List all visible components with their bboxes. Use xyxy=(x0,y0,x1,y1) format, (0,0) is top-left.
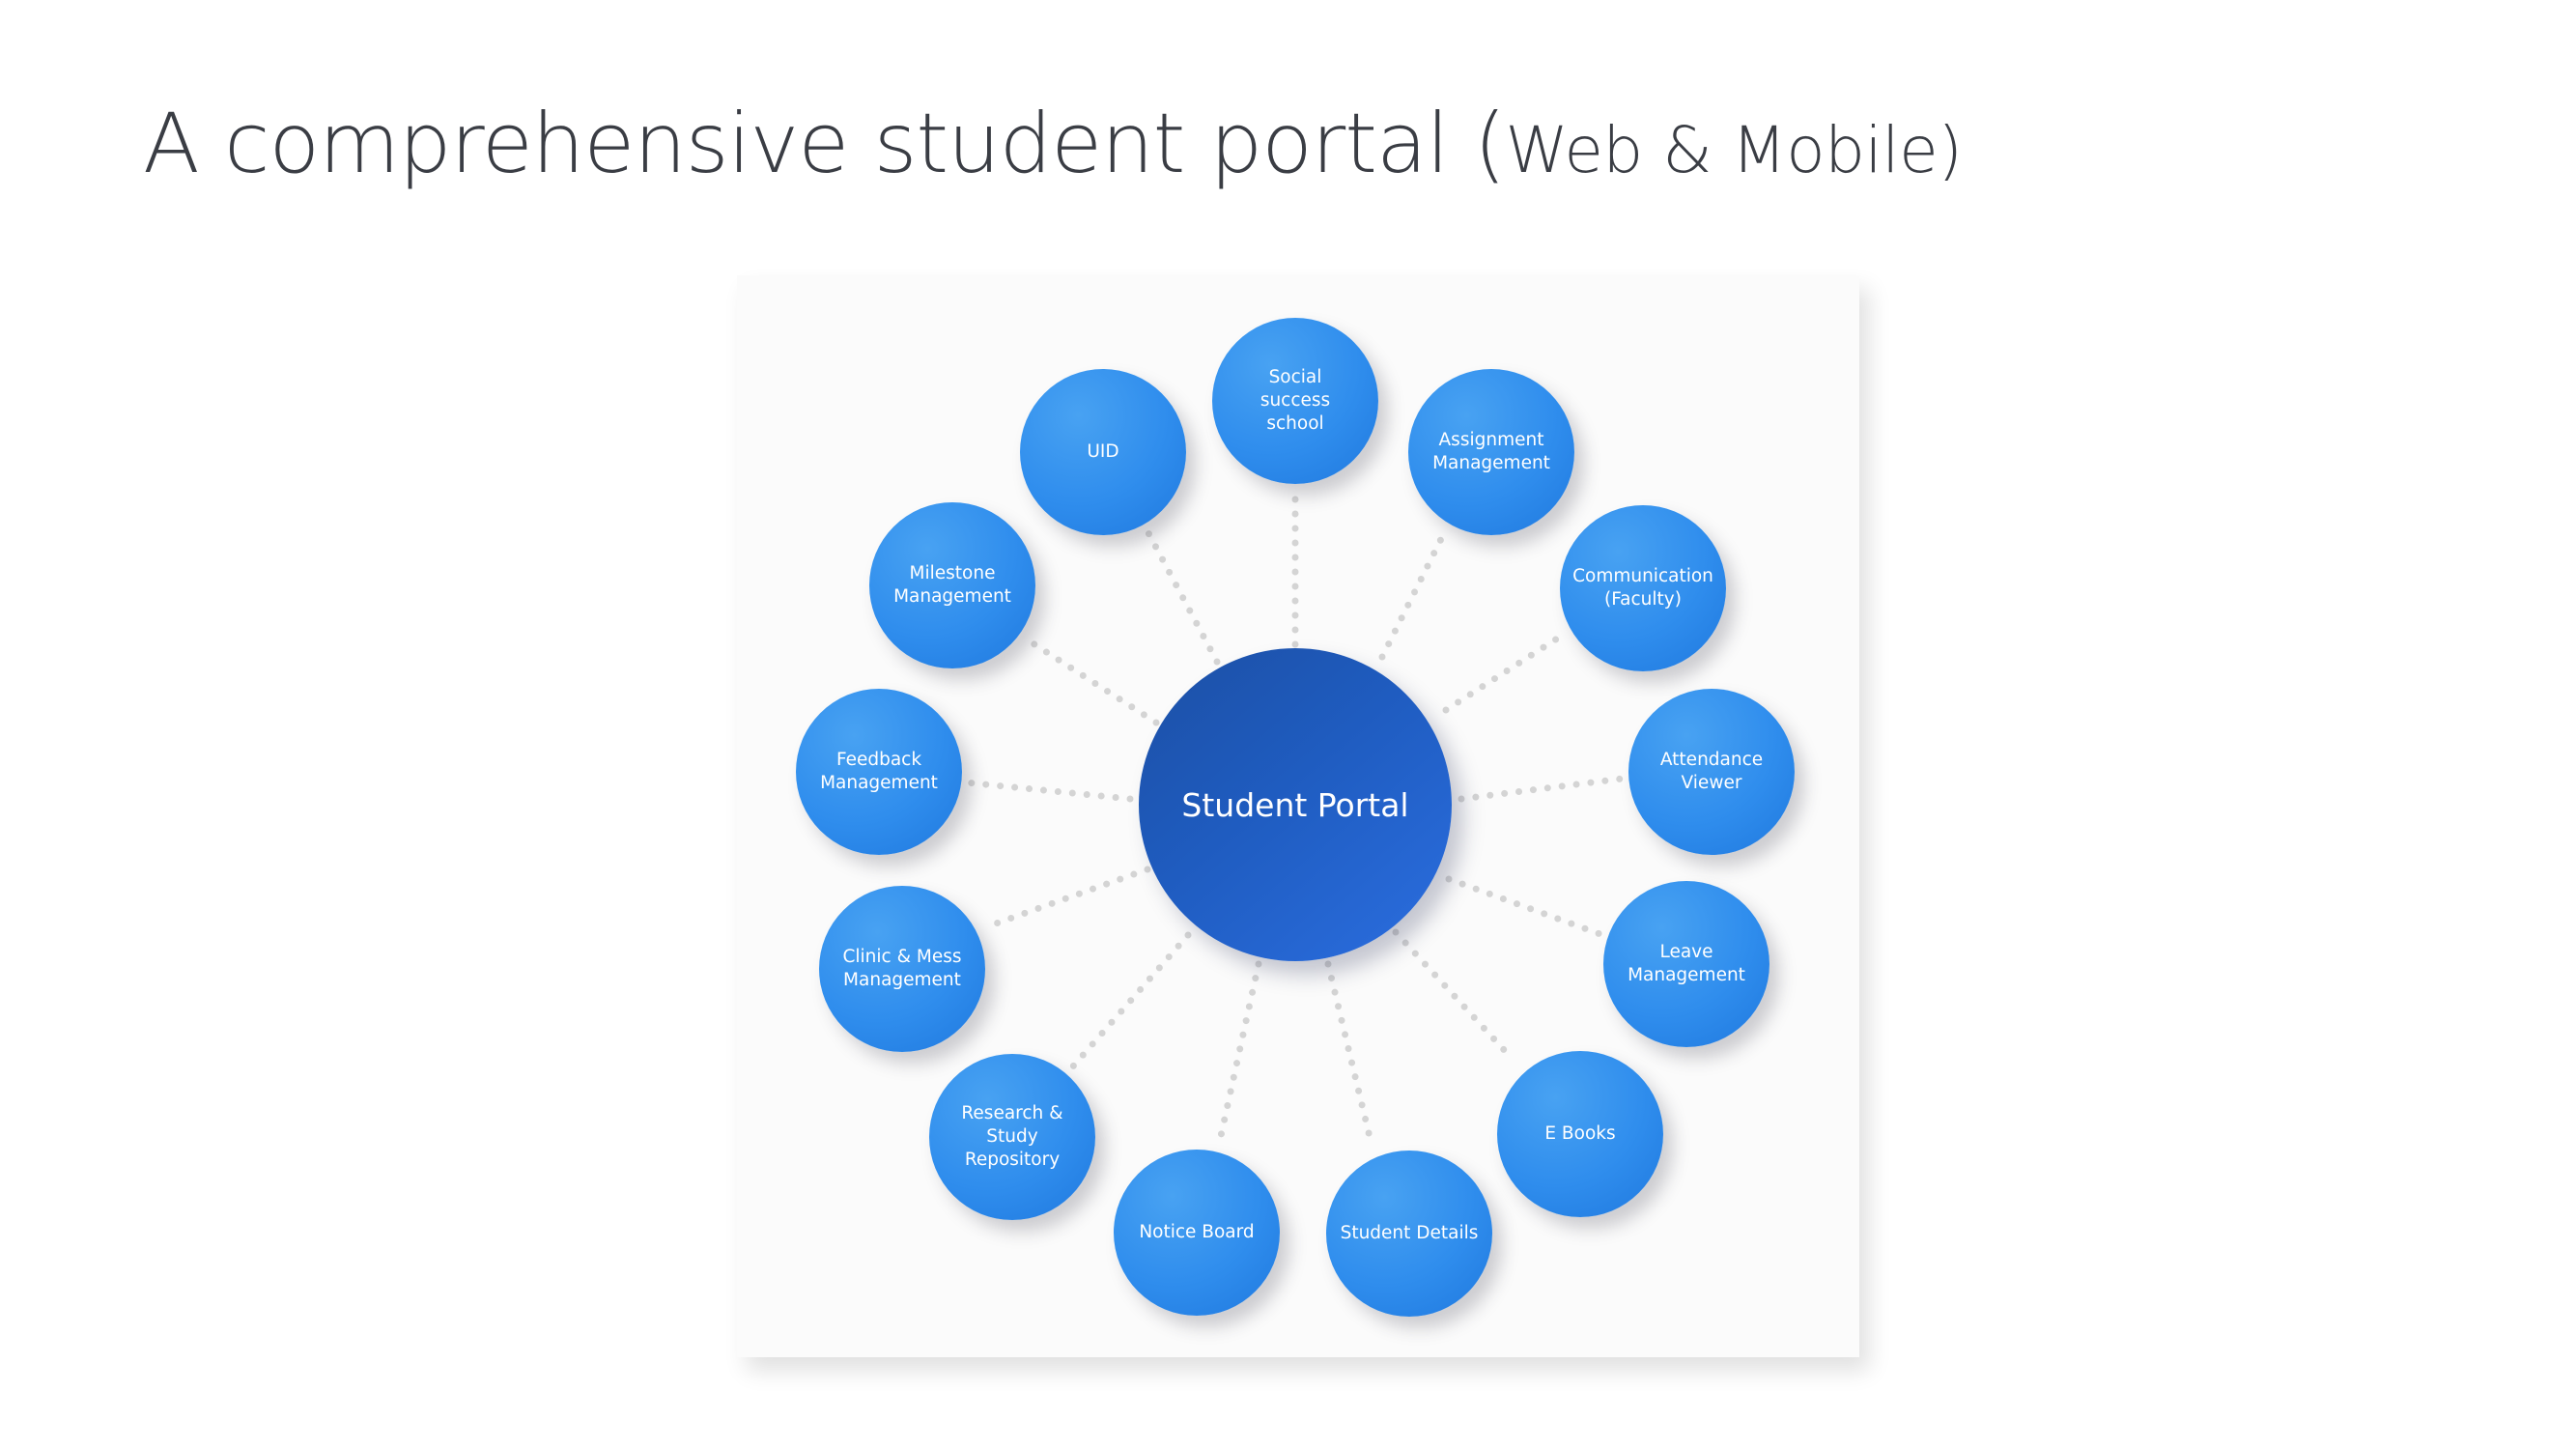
node-feedback-management: Feedback Management xyxy=(796,689,962,855)
node-uid: UID xyxy=(1020,369,1186,535)
node-label: Attendance Viewer xyxy=(1659,750,1764,793)
node-clinic-mess-management: Clinic & Mess Management xyxy=(819,886,985,1052)
node-leave-management: Leave Management xyxy=(1603,881,1769,1047)
hub-label: Student Portal xyxy=(1181,785,1409,824)
node-label: Communication (Faculty) xyxy=(1572,566,1713,610)
slide-title: A comprehensive student portal (Web & Mo… xyxy=(143,97,1963,192)
node-label: UID xyxy=(1087,441,1119,462)
node-label: Social success school xyxy=(1260,367,1331,434)
node-label: Assignment Management xyxy=(1432,430,1550,473)
slide-title-platforms: Web & Mobile) xyxy=(1505,113,1963,187)
node-assignment-management: Assignment Management xyxy=(1408,369,1574,535)
node-label: Research & Study Repository xyxy=(961,1103,1063,1170)
node-notice-board: Notice Board xyxy=(1114,1150,1280,1316)
node-label: Milestone Management xyxy=(893,563,1011,607)
node-research-study-repository: Research & Study Repository xyxy=(929,1054,1095,1220)
node-label: E Books xyxy=(1544,1123,1616,1144)
node-milestone-management: Milestone Management xyxy=(869,502,1035,668)
node-e-books: E Books xyxy=(1497,1051,1663,1217)
node-label: Notice Board xyxy=(1139,1222,1255,1242)
node-student-details: Student Details xyxy=(1326,1151,1492,1317)
node-label: Student Details xyxy=(1340,1223,1479,1243)
node-label: Clinic & Mess Management xyxy=(842,947,962,990)
node-communication-faculty: Communication (Faculty) xyxy=(1560,505,1726,671)
node-social-success-school: Social success school xyxy=(1212,318,1378,484)
node-label: Feedback Management xyxy=(820,750,938,793)
slide-title-main: A comprehensive student portal ( xyxy=(143,96,1506,192)
node-attendance-viewer: Attendance Viewer xyxy=(1628,689,1795,855)
node-label: Leave Management xyxy=(1628,942,1745,985)
student-portal-hub: Student Portal xyxy=(1139,648,1452,961)
